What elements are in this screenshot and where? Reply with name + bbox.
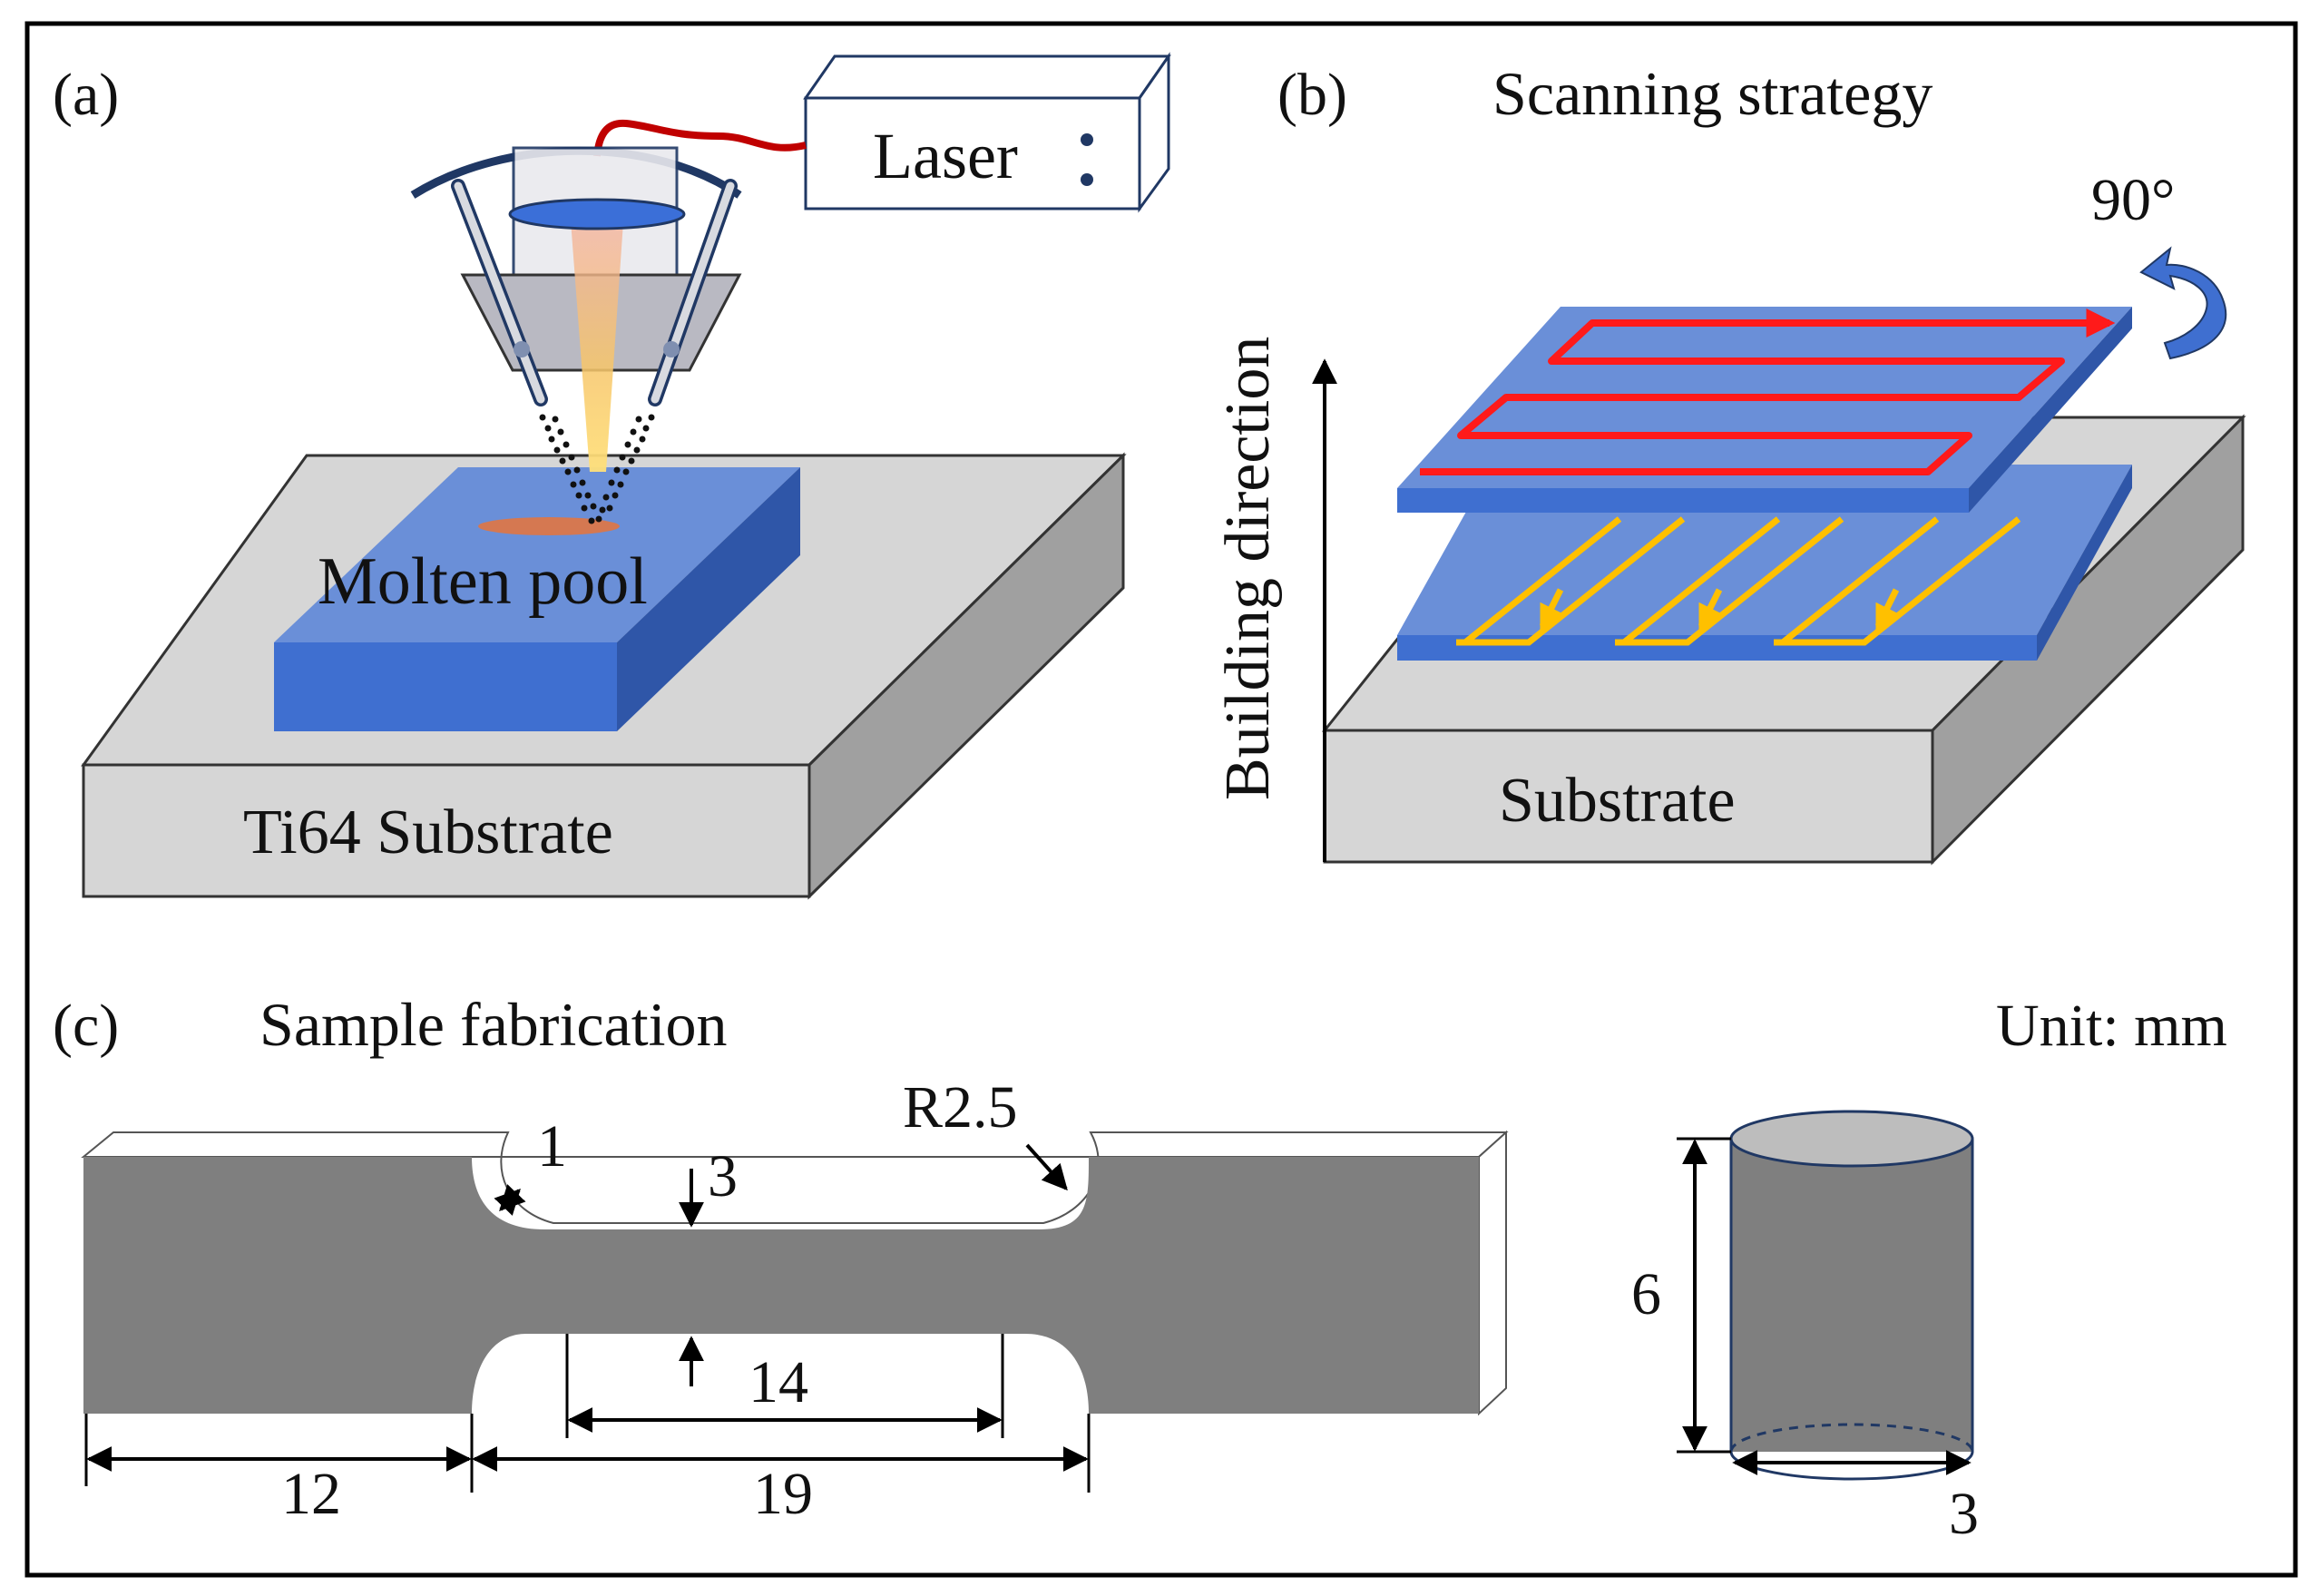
laser-box	[803, 52, 1171, 213]
scan-arrow-yellow-1	[1539, 588, 1564, 632]
scan-path-red	[1420, 308, 2116, 475]
laser-fiber	[593, 119, 807, 157]
deposition-nozzle	[410, 146, 742, 472]
panel-c: (c) Sample fabrication Unit: mm 1 3 R2.5…	[53, 990, 2227, 1547]
specimen-front-face	[83, 1157, 1479, 1414]
panel-b-label: (b)	[1277, 62, 1347, 128]
panel-b: (b) Scanning strategy 90° Substrate Buil…	[1213, 59, 2246, 866]
figure-border	[24, 21, 2298, 1578]
dim-reduced-length: 19	[753, 1461, 813, 1527]
dim-fillet-radius-arrow	[1025, 1143, 1068, 1191]
scan-arrow-yellow-2	[1698, 588, 1723, 632]
unit-label: Unit: mm	[1996, 993, 2227, 1059]
specimen-top-outline	[81, 1131, 1509, 1224]
ti64-substrate-label: Ti64 Substrate	[243, 798, 613, 867]
dim-gauge-width: 3	[708, 1143, 738, 1209]
panel-a-label: (a)	[53, 62, 119, 128]
molten-pool-label: Molten pool	[318, 544, 648, 619]
dim-cyl-height: 6	[1631, 1261, 1661, 1327]
scan-path-yellow	[1456, 516, 2021, 646]
panel-a: (a) Ti64 Substrate Molten pool Laser	[53, 52, 1171, 900]
panel-b-title: Scanning strategy	[1492, 59, 1932, 128]
dim-fillet-radius: R2.5	[903, 1074, 1018, 1141]
dim-fillet-offset-arrow	[494, 1184, 526, 1216]
building-direction-label: Building direction	[1213, 337, 1283, 800]
rotation-label: 90°	[2091, 167, 2175, 233]
powder-stream	[539, 414, 655, 524]
cylinder-specimen	[1729, 1110, 1974, 1481]
molten-pool-mark	[478, 517, 620, 535]
scan-arrow-yellow-3	[1874, 588, 1900, 632]
dim-shoulder-length: 12	[281, 1461, 341, 1527]
laser-label: Laser	[873, 120, 1018, 192]
deposit-block	[274, 467, 800, 731]
panel-c-label: (c)	[53, 993, 119, 1059]
rotation-arrow-icon	[2139, 246, 2227, 360]
dim-cyl-diameter: 3	[1949, 1481, 1979, 1547]
substrate-label: Substrate	[1499, 766, 1736, 836]
panel-c-title: Sample fabrication	[259, 990, 727, 1059]
specimen-side-face	[1478, 1130, 1507, 1416]
dim-fillet-offset: 1	[537, 1113, 567, 1180]
dim-gauge-length: 14	[749, 1349, 808, 1415]
